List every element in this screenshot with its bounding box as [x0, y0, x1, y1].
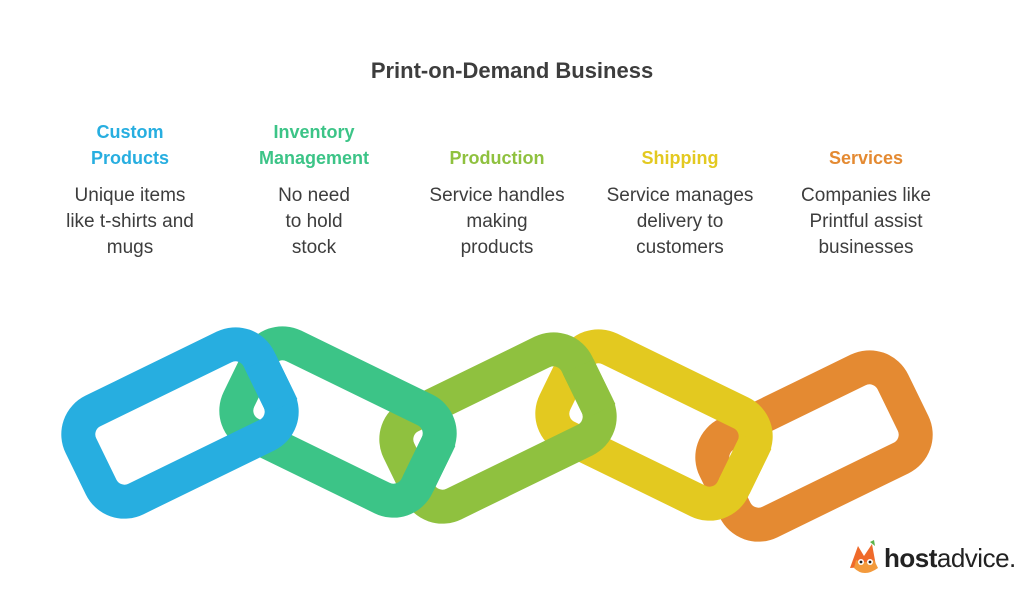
column-shipping: Shipping Service manages delivery to cus…: [590, 145, 770, 261]
page-title: Print-on-Demand Business: [370, 58, 654, 83]
heading-custom-products: Custom Products: [90, 122, 169, 168]
heading-services: Services: [828, 148, 904, 168]
heading-shipping: Shipping: [641, 148, 719, 168]
fox-mascot-icon: [850, 540, 878, 573]
description-services: Companies like Printful assist businesse…: [801, 185, 931, 258]
hostadvice-logo: hostadvice.: [844, 538, 1016, 578]
heading-inventory-management: Inventory Management: [258, 122, 370, 168]
description-custom-products: Unique items like t-shirts and mugs: [66, 185, 194, 258]
column-custom-products: Custom Products Unique items like t-shir…: [40, 119, 220, 261]
column-inventory-management: Inventory Management No need to hold sto…: [224, 119, 404, 261]
chain-link-custom-products: [61, 327, 299, 519]
description-inventory-management: No need to hold stock: [278, 185, 350, 258]
column-production: Production Service handles making produc…: [407, 145, 587, 261]
heading-production: Production: [449, 148, 545, 168]
description-production: Service handles making products: [429, 185, 565, 258]
column-services: Services Companies like Printful assist …: [776, 145, 956, 261]
brand-name: hostadvice.: [884, 542, 1016, 573]
description-shipping: Service manages delivery to customers: [606, 185, 754, 258]
